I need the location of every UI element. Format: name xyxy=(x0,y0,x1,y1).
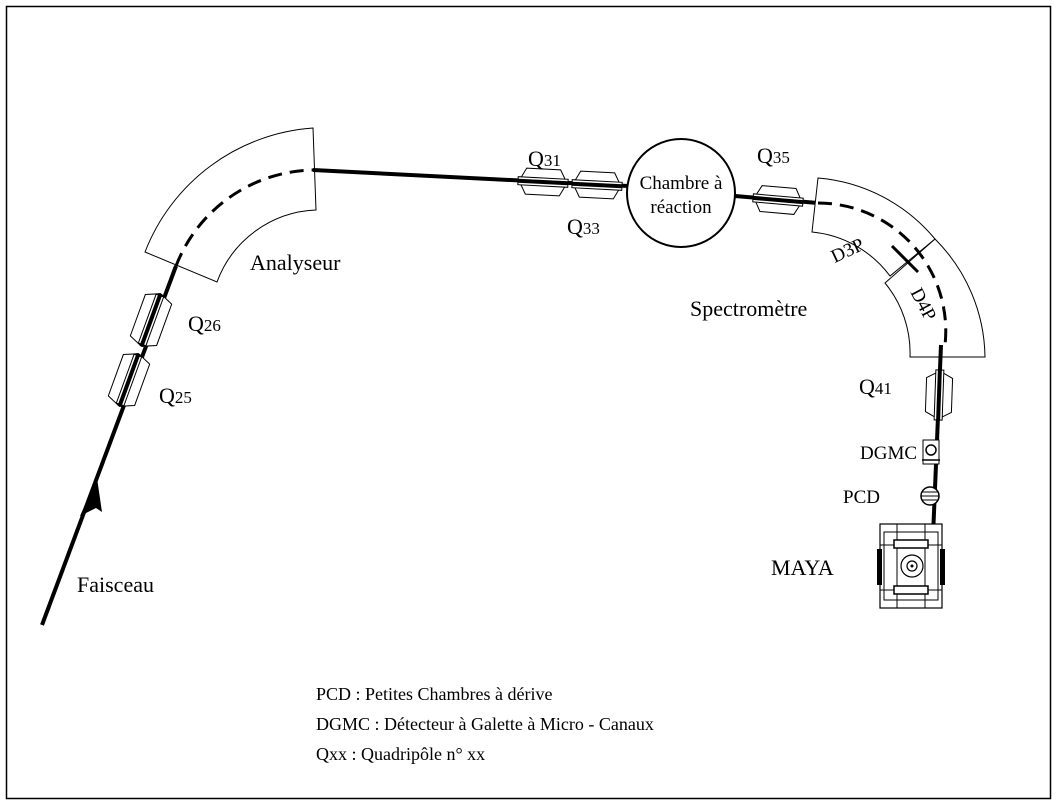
quadrupole-q33 xyxy=(571,170,623,200)
label-chambre-line1: Chambre à xyxy=(640,173,723,194)
quadrupole-q25 xyxy=(107,353,151,407)
quadrupole-q41 xyxy=(924,369,954,421)
label-maya: MAYA xyxy=(771,555,834,580)
dgmc-detector xyxy=(922,439,940,465)
label-faisceau: Faisceau xyxy=(77,572,154,597)
dipole-d4p xyxy=(884,238,986,358)
label-q35: Q35 xyxy=(757,143,790,168)
quadrupole-q35 xyxy=(752,185,804,215)
label-q41: Q41 xyxy=(859,374,892,399)
legend-item-pcd: PCD : Petites Chambres à dérive xyxy=(316,684,552,704)
label-q31: Q31 xyxy=(528,146,561,171)
beam-arrow-icon xyxy=(80,478,102,516)
label-spectrometre: Spectromètre xyxy=(690,296,807,321)
maya-detector xyxy=(877,523,945,609)
analyseur-dipole xyxy=(144,127,317,283)
label-q33: Q33 xyxy=(567,214,600,239)
frame xyxy=(5,5,1052,800)
label-q25: Q25 xyxy=(159,383,192,408)
legend: PCD : Petites Chambres à dérive DGMC : D… xyxy=(316,684,654,764)
legend-item-dgmc: DGMC : Détecteur à Galette à Micro - Can… xyxy=(316,714,654,734)
quadrupole-q31 xyxy=(517,167,569,197)
quadrupole-q26 xyxy=(129,293,173,347)
legend-item-qxx: Qxx : Quadripôle n° xx xyxy=(316,744,485,764)
label-pcd: PCD xyxy=(843,487,880,508)
label-dgmc: DGMC xyxy=(860,443,917,464)
label-analyseur: Analyseur xyxy=(250,250,341,275)
spectrometer-dipoles xyxy=(811,177,986,358)
reaction-chamber xyxy=(626,138,736,248)
label-q26: Q26 xyxy=(188,311,221,336)
pcd-detector xyxy=(920,486,940,506)
label-chambre-line2: réaction xyxy=(650,197,712,218)
